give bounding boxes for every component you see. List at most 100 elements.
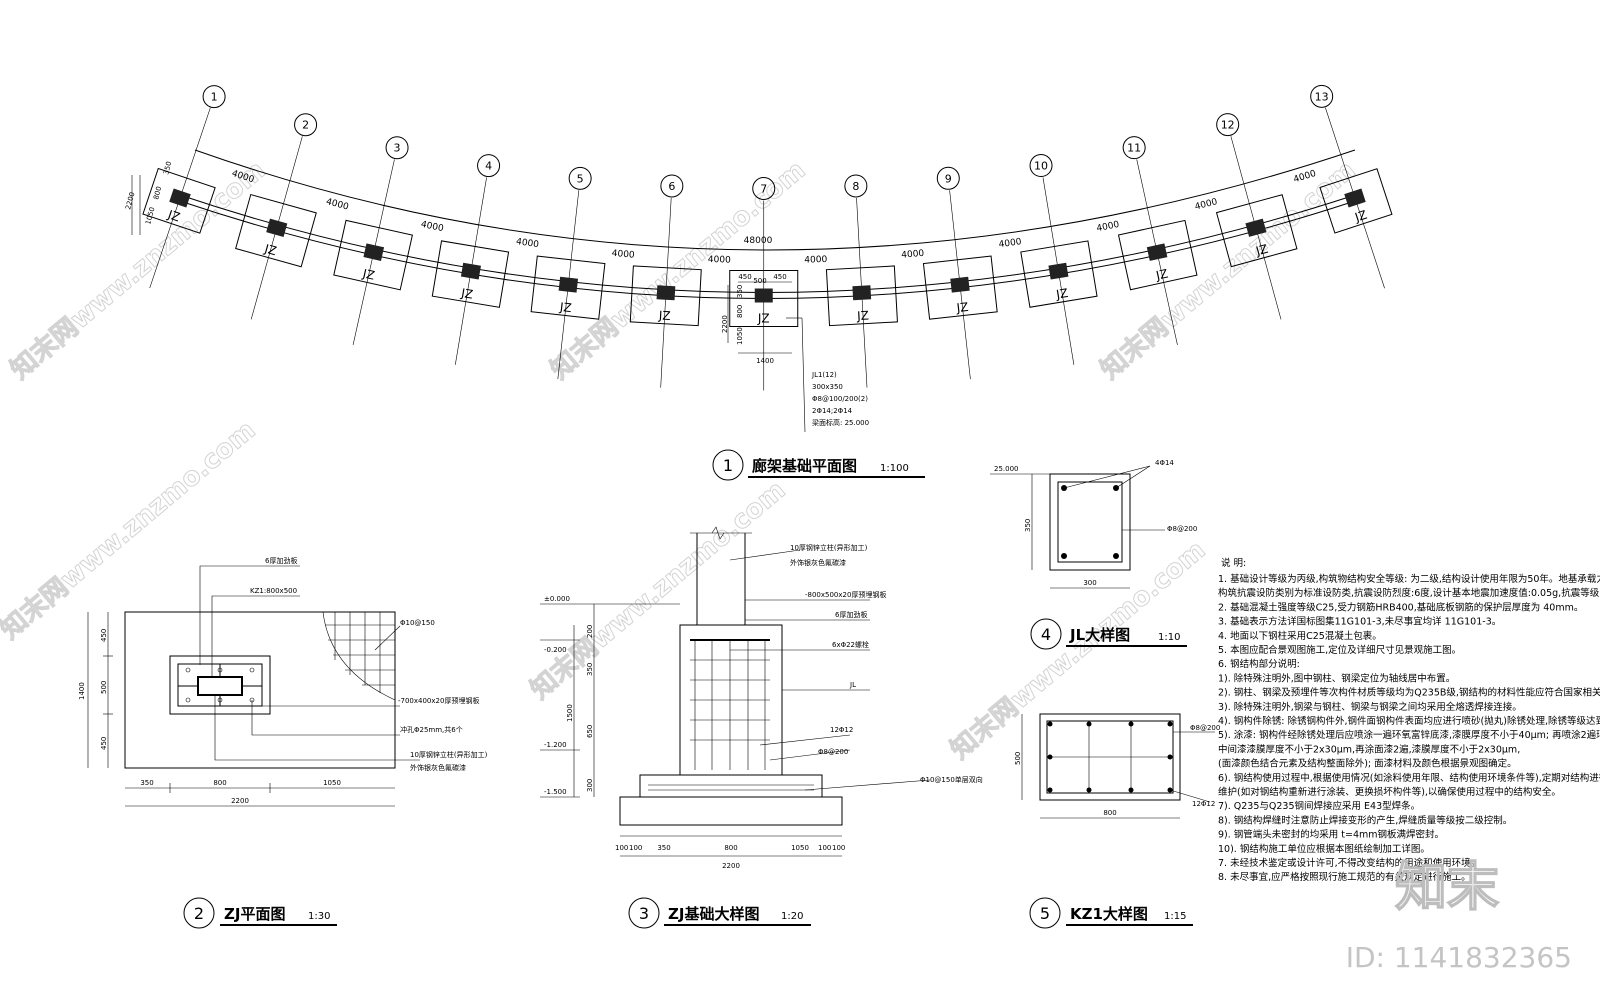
column-section [1048, 262, 1069, 280]
dim-text: 450 [100, 629, 108, 642]
label: 冲孔Φ25mm,共6个 [400, 725, 463, 734]
column-section [1245, 218, 1267, 237]
dim-text: 1050 [791, 844, 809, 852]
note-line: 9). 钢管端头未密封的均采用 t=4mm钢板满焊密封。 [1218, 829, 1444, 841]
span-dim-label: 4000 [804, 255, 827, 266]
dim-text: 300 [586, 779, 594, 792]
title-number: 5 [1040, 904, 1050, 923]
axis-bubble [844, 174, 868, 198]
dim-text: 300 [1083, 579, 1096, 587]
brand-logo: 知末 [1395, 858, 1499, 918]
left-footing-dims: 2200 1050 800 350 [124, 161, 173, 235]
brand-id: ID: 1141832365 [1346, 941, 1572, 974]
title-number: 2 [194, 904, 204, 923]
axis-bubble [1216, 113, 1240, 137]
footing-outline [431, 240, 510, 308]
watermark: 知末网www.znzmo.com [5, 155, 271, 385]
dim-text: 350 [162, 161, 173, 176]
note-line: 2. 基础混凝土强度等级C25,受力钢筋HRB400,基础底板钢筋的保护层厚度为… [1218, 601, 1583, 613]
footing-outline [1319, 168, 1393, 234]
axis-bubble [202, 85, 226, 109]
footing-outline [825, 265, 898, 327]
kz1-detail-drawing: Φ8@200 12Φ12 500 800 [1014, 713, 1220, 819]
axis-bubble [294, 113, 318, 137]
elevation: -1.500 [544, 788, 567, 796]
dim-text: 500 [753, 277, 766, 285]
note-line: 8). 钢结构焊缝时注意防止焊接变形的产生,焊缝质量等级按二级控制。 [1218, 814, 1512, 826]
footing-jz: JZ [922, 255, 998, 320]
label: 12Φ12 [1192, 800, 1215, 808]
axis-bubble [752, 177, 776, 200]
dim-text: 350 [1024, 519, 1032, 532]
beam-note-line: 2Φ14;2Φ14 [812, 407, 853, 415]
dim-text: 100 [818, 844, 831, 852]
dim-text: 2200 [124, 191, 136, 210]
note-line: 3. 基础表示方法详国标图集11G101-3,未尽事宜均详 11G101-3。 [1218, 616, 1501, 628]
footing-jz: JZ [729, 270, 799, 327]
note-line: 6. 钢结构部分说明: [1218, 658, 1300, 670]
axis-label: 11 [1127, 142, 1141, 155]
footing-outline [629, 265, 702, 327]
note-line: 4. 地面以下钢柱采用C25混凝土包裹。 [1218, 630, 1382, 642]
axis-bubble [936, 166, 960, 190]
dim-text: 100 [629, 844, 642, 852]
title-scale: 1:100 [880, 463, 909, 474]
footing-jz: JZ [431, 240, 510, 308]
dim-text: 1050 [144, 206, 156, 225]
footing-jz: JZ [629, 265, 702, 327]
footing-label: JZ [558, 300, 572, 315]
axis-label: 4 [485, 160, 492, 173]
axis-label: 1 [211, 91, 218, 104]
axis-bubble [1310, 84, 1334, 108]
column-section [1146, 243, 1168, 261]
dim-text: 1400 [756, 357, 774, 365]
elevation: 25.000 [994, 465, 1019, 473]
footing-jz: JZ [1215, 194, 1298, 268]
footing-label: JZ [1352, 208, 1368, 225]
axis-label: 5 [577, 172, 584, 185]
label: 10厚钢锌立柱(异形加工) [410, 750, 488, 759]
label: Φ8@200 [1167, 525, 1197, 533]
dim-text: 450 [100, 737, 108, 750]
title-scale: 1:20 [781, 911, 803, 922]
plan-axes-group: 1JZ2JZ3JZ4JZ5JZ6JZ7JZ8JZ9JZ10JZ11JZ12JZ1… [142, 84, 1393, 391]
column-section [1344, 188, 1366, 208]
footing-jz: JZ [333, 219, 413, 291]
center-footing-dims: 450 500 450 2200 1050 800 350 1400 [721, 273, 792, 365]
column-section [558, 276, 579, 293]
footing-label: JZ [955, 300, 969, 315]
dim-text: 100 [615, 844, 628, 852]
dim-text: 1500 [566, 704, 574, 722]
span-dim-label: 4000 [1194, 197, 1219, 212]
dim-text: 650 [586, 725, 594, 738]
dim-text: 800 [213, 779, 226, 787]
footing-label: JZ [262, 241, 278, 258]
label: 10厚钢锌立柱(异形加工) [790, 543, 868, 552]
dim-text: 350 [140, 779, 153, 787]
axis-bubble [660, 174, 684, 198]
note-line: 1). 除特殊注明外,图中钢柱、钢梁定位为轴线居中布置。 [1218, 672, 1455, 684]
footing-jz: JZ [235, 193, 317, 268]
note-line: 1. 基础设计等级为丙级,构筑物结构安全等级: 为二级,结构设计使用年限为50年… [1218, 573, 1600, 585]
title-2: 2 ZJ平面图 1:30 [183, 897, 337, 929]
span-dim-label: 4000 [420, 220, 445, 234]
footing-jz: JZ [1319, 168, 1393, 234]
label: 外饰银灰色氟碳漆 [410, 763, 466, 772]
axis-bubble [1029, 154, 1053, 178]
footing-outline [235, 193, 317, 268]
column-section [852, 285, 872, 301]
dim-text: 800 [1103, 809, 1116, 817]
notes-heading: 说 明: [1221, 557, 1246, 569]
footing-label: JZ [757, 312, 770, 326]
elevation: -0.200 [544, 646, 567, 654]
note-line: 4). 钢构件除锈: 除锈钢构件外,钢件面钢构件表面均应进行喷砂(抛丸)除锈处理… [1218, 715, 1600, 727]
dim-text: 350 [657, 844, 670, 852]
column-section [460, 262, 481, 280]
dim-text: 800 [736, 305, 744, 318]
note-line: 7). Q235与Q235钢间焊接应采用 E43型焊条。 [1218, 800, 1420, 812]
footing-outline [922, 255, 998, 320]
label: 12Φ12 [830, 726, 853, 734]
label: -800x500x20厚预埋钢板 [805, 590, 886, 599]
elevation: -1.200 [544, 741, 567, 749]
